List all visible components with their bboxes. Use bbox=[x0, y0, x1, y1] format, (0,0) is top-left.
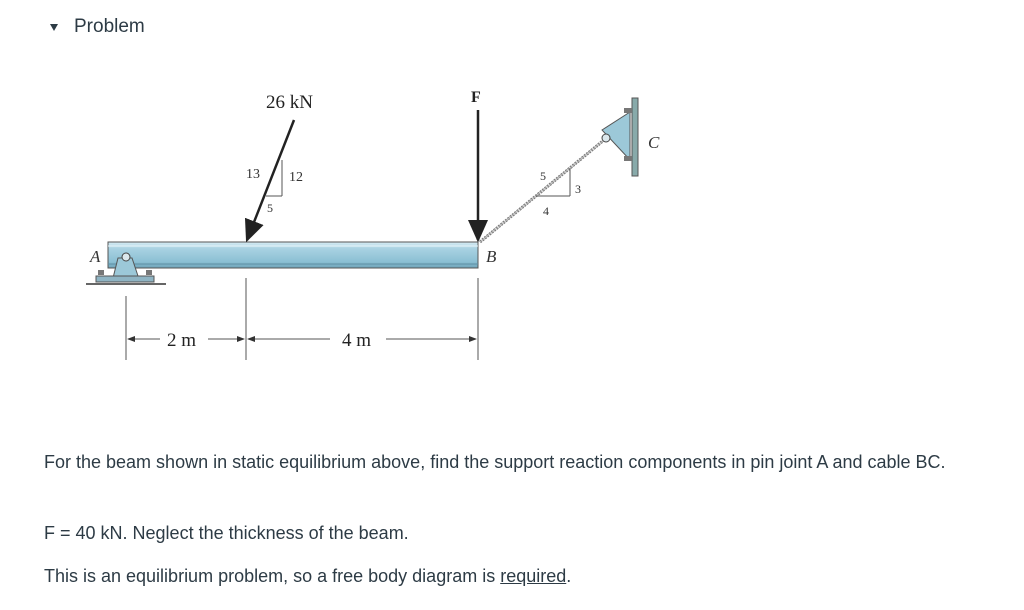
cable-bc bbox=[479, 138, 605, 244]
cable-slope-3: 3 bbox=[575, 182, 581, 196]
problem-title: Problem bbox=[74, 16, 145, 37]
problem-toggle[interactable]: Problem bbox=[50, 16, 145, 38]
required-link[interactable]: required bbox=[500, 566, 567, 586]
wall-bracket-c bbox=[601, 97, 639, 177]
fbd-note-text: This is an equilibrium problem, so a fre… bbox=[44, 566, 501, 586]
slope-12: 12 bbox=[289, 170, 303, 185]
problem-statement: For the beam shown in static equilibrium… bbox=[44, 452, 946, 472]
slope-triangle-26kn bbox=[266, 160, 283, 197]
force-26kn-label: 26 kN bbox=[266, 92, 313, 113]
slope-13: 13 bbox=[246, 167, 260, 182]
cable-slope-5: 5 bbox=[540, 169, 546, 183]
force-f-label: F bbox=[471, 89, 481, 106]
given-values: F = 40 kN. Neglect the thickness of the … bbox=[44, 523, 409, 543]
slope-5: 5 bbox=[267, 201, 273, 215]
label-c: C bbox=[648, 133, 660, 152]
beam-figure: A 26 kN 13 12 5 F 5 3 4 C B bbox=[86, 89, 660, 360]
slope-triangle-cable bbox=[536, 168, 571, 197]
pin-support-a bbox=[86, 252, 166, 285]
label-b: B bbox=[486, 247, 497, 266]
dim-2m: 2 m bbox=[167, 330, 196, 351]
fbd-note: This is an equilibrium problem, so a fre… bbox=[44, 562, 984, 591]
force-26kn bbox=[244, 119, 296, 243]
fbd-note-end: . bbox=[566, 566, 572, 586]
cable-slope-4: 4 bbox=[543, 204, 549, 218]
caret-down-icon[interactable] bbox=[50, 23, 58, 31]
label-a: A bbox=[89, 247, 101, 266]
beam bbox=[107, 241, 479, 269]
dim-4m: 4 m bbox=[342, 330, 371, 351]
dimension-lines bbox=[125, 278, 479, 360]
